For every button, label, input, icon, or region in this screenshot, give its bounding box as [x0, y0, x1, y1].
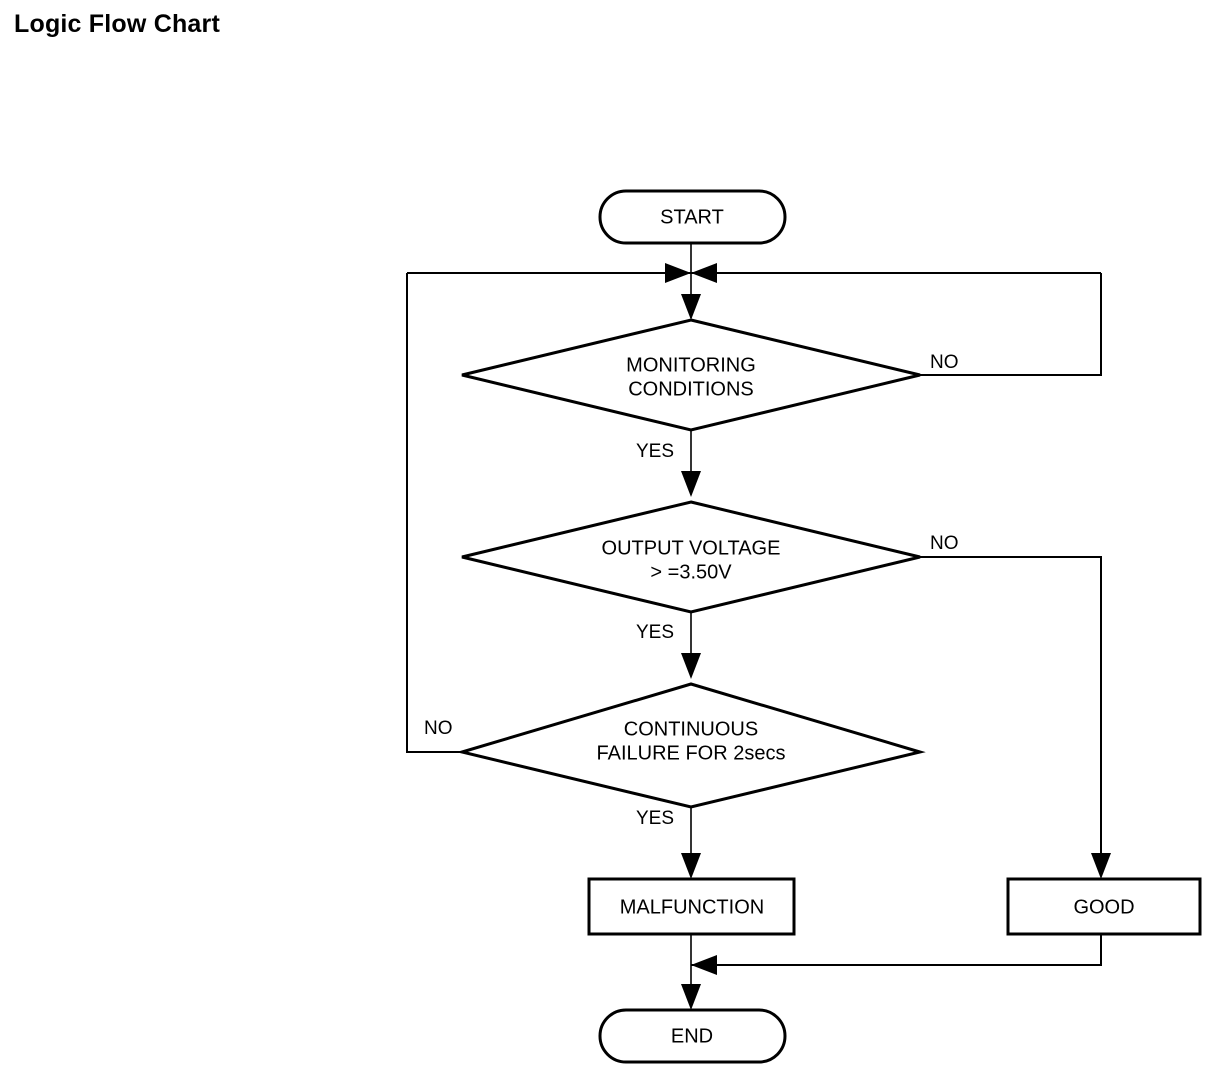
node-output-voltage[interactable]: OUTPUT VOLTAGE > =3.50V — [461, 500, 921, 614]
node-end[interactable]: END — [598, 1008, 787, 1064]
good-box-shape — [1006, 877, 1202, 936]
arrow-head-into-end — [681, 984, 701, 1010]
monitoring-label-line2: CONDITIONS — [628, 378, 754, 400]
monitoring-label-line1: MONITORING — [626, 354, 756, 376]
start-terminator-shape — [598, 189, 787, 245]
node-malfunction[interactable]: MALFUNCTION — [587, 877, 796, 936]
node-continuous-failure[interactable]: CONTINUOUS FAILURE FOR 2secs — [456, 682, 926, 809]
arrow-head-into-good — [1091, 853, 1111, 879]
arrow-head-into-continuous — [681, 653, 701, 679]
arrow-head-into-voltage — [681, 471, 701, 497]
voltage-decision-shape — [461, 500, 921, 614]
monitoring-decision-shape — [461, 318, 921, 432]
arrow-head-right-loop-into-junction — [691, 263, 717, 283]
continuous-decision-shape — [456, 682, 926, 809]
page-title: Logic Flow Chart — [14, 10, 220, 38]
voltage-label-line1: OUTPUT VOLTAGE — [602, 537, 781, 559]
branch-label-voltage-no: NO — [930, 533, 959, 554]
malfunction-label: MALFUNCTION — [620, 896, 764, 918]
continuous-label-line2: FAILURE FOR 2secs — [597, 742, 786, 764]
arrow-head-left-loop-into-junction — [665, 263, 691, 283]
start-label: START — [660, 206, 724, 228]
continuous-label-line1: CONTINUOUS — [624, 718, 758, 740]
branch-label-continuous-yes: YES — [636, 808, 674, 829]
good-label: GOOD — [1073, 896, 1134, 918]
connector-good-to-end-merge — [691, 934, 1102, 966]
node-monitoring-conditions[interactable]: MONITORING CONDITIONS — [461, 318, 921, 432]
node-start[interactable]: START — [598, 189, 787, 245]
connector-continuous-no-loopback — [406, 273, 462, 753]
arrow-head-good-merge — [691, 955, 717, 975]
branch-label-continuous-no: NO — [424, 718, 453, 739]
branch-label-voltage-yes: YES — [636, 622, 674, 643]
voltage-label-line2: > =3.50V — [650, 561, 732, 583]
branch-label-monitoring-yes: YES — [636, 441, 674, 462]
malfunction-box-shape — [587, 877, 796, 936]
end-terminator-shape — [598, 1008, 787, 1064]
end-label: END — [671, 1025, 713, 1047]
arrow-head-into-malfunction — [681, 853, 701, 879]
branch-label-monitoring-no: NO — [930, 352, 959, 373]
arrow-head-into-monitoring — [681, 294, 701, 320]
connector-monitoring-no-loopback — [920, 273, 1102, 376]
connector-voltage-no-to-good — [920, 556, 1102, 872]
node-good[interactable]: GOOD — [1006, 877, 1202, 936]
